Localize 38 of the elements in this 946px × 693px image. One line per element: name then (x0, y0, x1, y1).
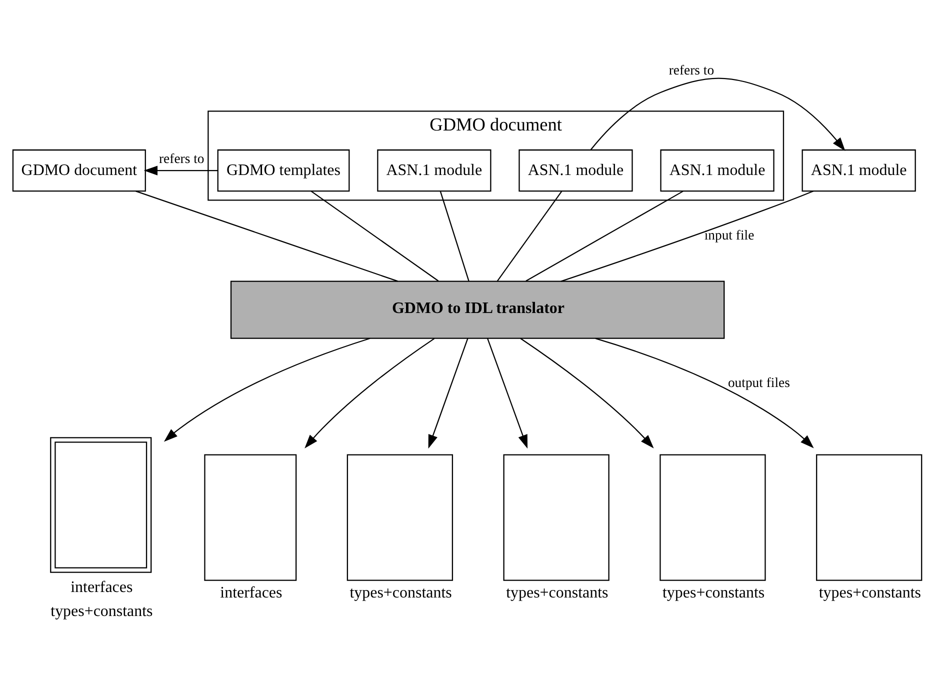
node-box: ASN.1 module (518, 149, 633, 192)
connector (560, 190, 814, 282)
node-label: types+constants (818, 584, 922, 602)
node-label: types+constants (350, 584, 452, 602)
node-box: GDMO templates (217, 149, 350, 192)
arrow (164, 338, 370, 442)
edge-label: input file (704, 228, 754, 243)
node-box (204, 454, 297, 581)
arrow (487, 338, 528, 449)
connector (526, 190, 684, 282)
node-box (660, 454, 766, 581)
node-box (346, 454, 454, 581)
node-label: interfaces (70, 578, 133, 596)
node-box: ASN.1 module (377, 149, 492, 192)
edge-label: refers to (159, 151, 204, 166)
arrow (590, 78, 846, 151)
arrow (595, 338, 814, 448)
node-box (816, 454, 922, 581)
node-box (50, 437, 152, 573)
node-label: interfaces (220, 584, 282, 602)
arrow (428, 338, 468, 449)
node-label: types+constants (662, 584, 765, 602)
edge-label: refers to (668, 62, 714, 78)
connector (136, 190, 398, 282)
node-box (503, 454, 610, 581)
node-box: ASN.1 module (660, 149, 774, 192)
edge-label: output files (728, 374, 790, 390)
node-box: GDMO document (12, 149, 146, 192)
node-label: types+constants (506, 584, 608, 602)
connector (440, 191, 470, 282)
connector (496, 190, 562, 282)
connector (310, 190, 439, 282)
arrow (520, 338, 654, 448)
arrow (144, 166, 218, 176)
node-label: types+constants (50, 602, 153, 620)
node-box: ASN.1 module (802, 149, 916, 192)
node-box: GDMO to IDL translator (230, 280, 725, 339)
arrow (304, 338, 435, 448)
